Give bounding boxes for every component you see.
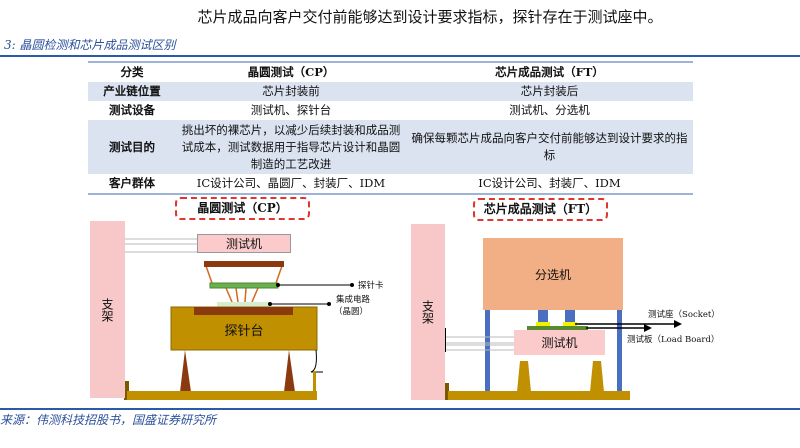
table-row: 客户群体 IC设计公司、晶圆厂、封装厂、IDM IC设计公司、封装厂、IDM bbox=[88, 174, 693, 194]
source-text: 来源：伟测科技招股书，国盛证券研究所 bbox=[0, 413, 217, 427]
socket-label: 测试座（Socket） bbox=[648, 310, 720, 320]
probe-card-label: 探针卡 bbox=[358, 281, 384, 291]
ft-tester: 测试机 bbox=[514, 330, 605, 355]
header-cell: 分类 bbox=[120, 65, 144, 79]
cell: 芯片封装前 bbox=[176, 82, 406, 101]
row-label: 测试设备 bbox=[109, 103, 155, 117]
table-header: 分类 晶圆测试（CP） 芯片成品测试（FT） bbox=[88, 62, 693, 82]
cell: 芯片封装后 bbox=[406, 82, 693, 101]
ft-stand: 支架 bbox=[411, 224, 445, 400]
cell: 测试机、分选机 bbox=[509, 103, 590, 117]
ft-title: 芯片成品测试（FT） bbox=[473, 198, 608, 221]
divider bbox=[0, 55, 800, 57]
ft-handler: 分选机 bbox=[483, 238, 623, 310]
cell: 挑出坏的裸芯片，以减少后续封装和成品测试成本，测试数据用于指导芯片设计和晶圆制造… bbox=[176, 120, 406, 174]
cp-title: 晶圆测试（CP） bbox=[175, 197, 310, 220]
row-label: 产业链位置 bbox=[88, 82, 176, 101]
cell: 测试机、探针台 bbox=[250, 103, 332, 117]
wafer-label: （晶圆） bbox=[334, 307, 369, 317]
intro-text: 芯片成品向客户交付前能够达到设计要求指标，探针存在于测试座中。 bbox=[197, 8, 663, 26]
table-row: 测试目的 挑出坏的裸芯片，以减少后续封装和成品测试成本，测试数据用于指导芯片设计… bbox=[88, 120, 693, 174]
table-row: 测试设备 测试机、探针台 测试机、分选机 bbox=[88, 101, 693, 120]
cell: IC设计公司、封装厂、IDM bbox=[478, 176, 621, 190]
cp-tester: 测试机 bbox=[197, 234, 291, 253]
comparison-table: 分类 晶圆测试（CP） 芯片成品测试（FT） 产业链位置 芯片封装前 芯片封装后… bbox=[88, 61, 693, 195]
load-board-label: 测试板（Load Board） bbox=[627, 335, 720, 345]
row-label: 测试目的 bbox=[88, 120, 176, 174]
ic-label: 集成电路 bbox=[336, 295, 371, 305]
cell: 确保每颗芯片成品向客户交付前能够达到设计要求的指标 bbox=[406, 120, 693, 174]
cp-prober: 探针台 bbox=[224, 323, 264, 339]
header-cell: 芯片成品测试（FT） bbox=[495, 65, 604, 79]
table-row: 产业链位置 芯片封装前 芯片封装后 bbox=[88, 82, 693, 101]
row-label: 客户群体 bbox=[109, 176, 155, 190]
header-cell: 晶圆测试（CP） bbox=[247, 65, 335, 79]
cp-stand: 支架 bbox=[90, 221, 125, 398]
cell: IC设计公司、晶圆厂、封装厂、IDM bbox=[196, 176, 386, 190]
figure-caption: 3: 晶圆检测和芯片成品测试区别 bbox=[4, 38, 176, 52]
